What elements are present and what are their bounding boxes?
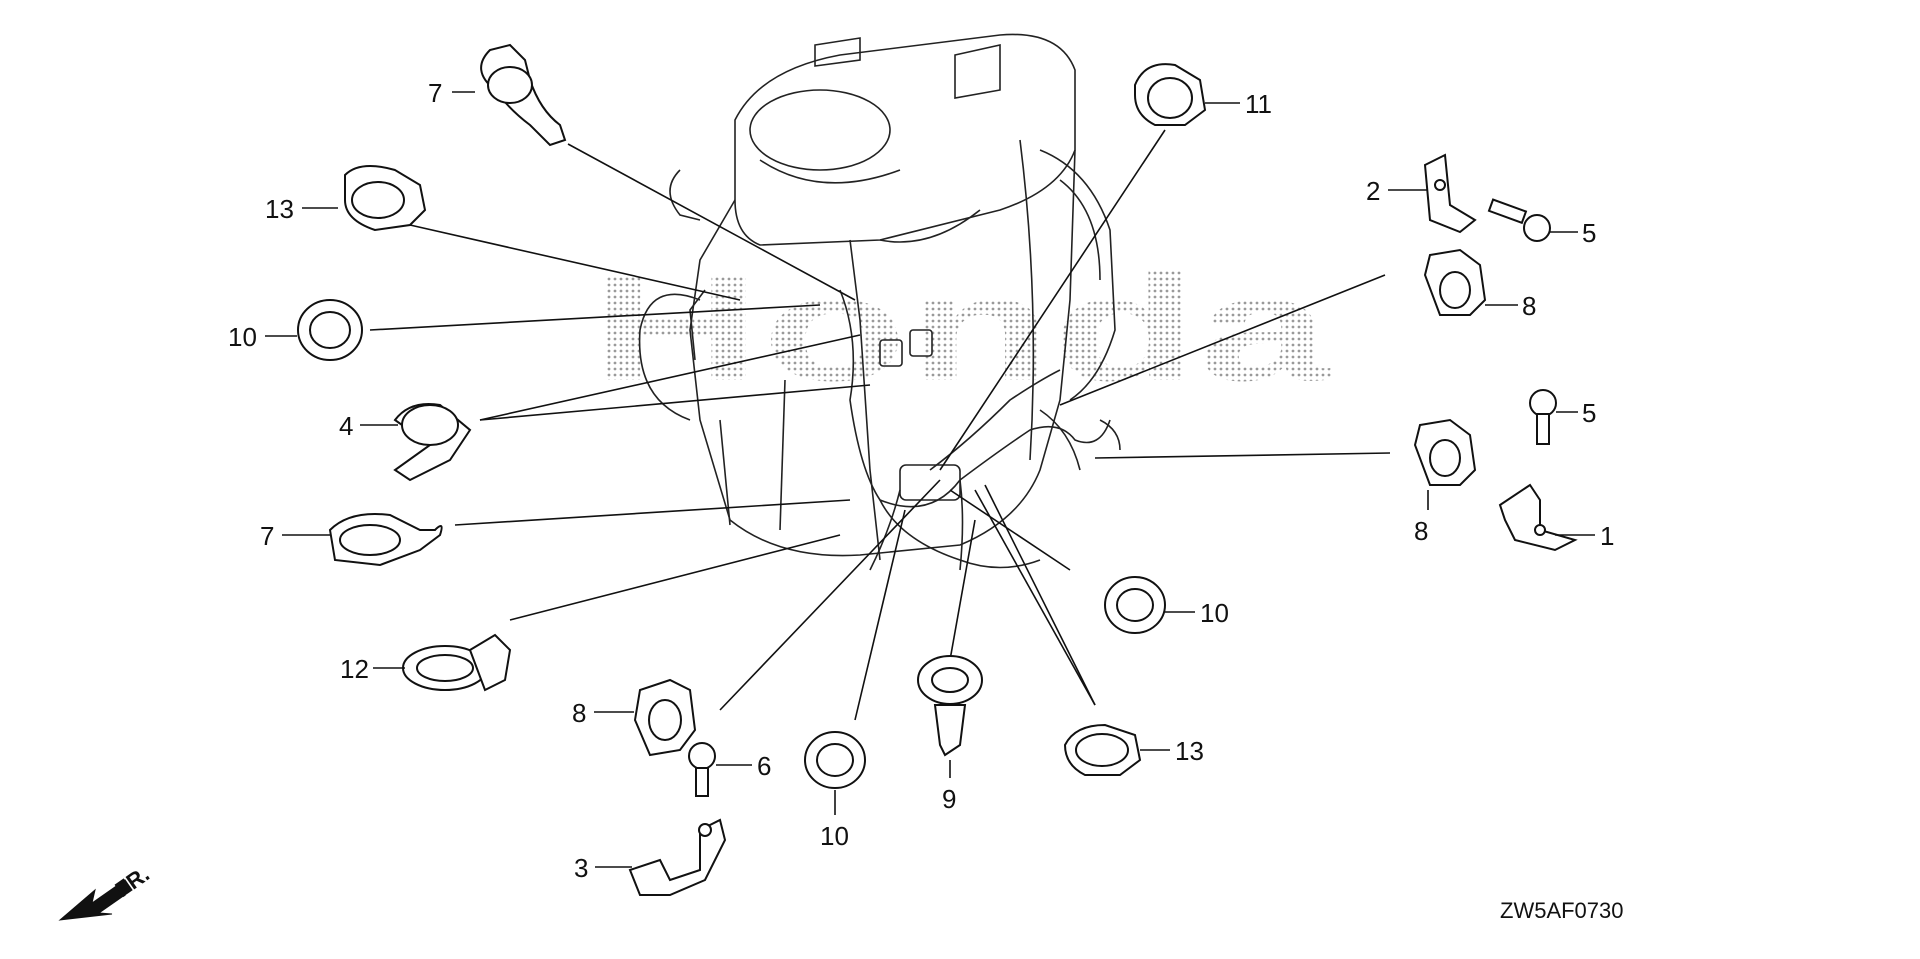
callout-10-bottom: 10 xyxy=(820,821,849,851)
part-6-bolt xyxy=(688,742,716,797)
watermark: Honda xyxy=(590,244,1332,412)
callout-4: 4 xyxy=(339,411,353,441)
front-direction-arrow: FR. xyxy=(58,861,154,921)
part-5-bolt-upper xyxy=(1487,198,1551,242)
part-10-clamp-bottom xyxy=(804,731,866,789)
part-4-tie xyxy=(393,403,472,482)
part-10-clamp-left xyxy=(297,299,363,361)
callout-11: 11 xyxy=(1245,89,1272,119)
part-2-bracket xyxy=(1423,153,1477,234)
callout-8-upper-right: 8 xyxy=(1522,291,1536,321)
callout-6: 6 xyxy=(757,751,771,781)
callout-5-right: 5 xyxy=(1582,398,1596,428)
watermark-text: Honda xyxy=(590,244,1332,412)
callout-7-top: 7 xyxy=(428,78,442,108)
part-10-clamp-right xyxy=(1104,576,1166,634)
part-1-bracket xyxy=(1498,483,1578,552)
callout-7-left: 7 xyxy=(260,521,274,551)
callout-10-right: 10 xyxy=(1200,598,1229,628)
part-3-bracket xyxy=(628,818,727,896)
callout-13-top: 13 xyxy=(265,194,294,224)
callout-9: 9 xyxy=(942,784,956,814)
callout-10-left: 10 xyxy=(228,322,257,352)
part-7-clip-left xyxy=(328,513,443,567)
arrow-left-down-icon xyxy=(58,879,133,921)
part-13-clip-top xyxy=(344,165,427,232)
callout-13-bottom: 13 xyxy=(1175,736,1204,766)
part-8-clip-lower-right xyxy=(1413,418,1477,486)
leader-lines xyxy=(369,129,1391,721)
callout-8-lower-left: 8 xyxy=(572,698,586,728)
part-8-clip-lower-left xyxy=(633,678,697,757)
callout-1: 1 xyxy=(1600,521,1614,551)
part-9-clip xyxy=(917,655,983,757)
callout-2: 2 xyxy=(1366,176,1380,206)
callouts: 7 13 10 4 7 12 8 6 3 10 9 13 10 11 2 5 8 xyxy=(228,78,1614,883)
engine-block xyxy=(638,33,1116,561)
part-11-clip xyxy=(1134,63,1207,126)
callout-5-upper: 5 xyxy=(1582,218,1596,248)
part-5-bolt-right xyxy=(1529,389,1557,445)
drawing-code: ZW5AF0730 xyxy=(1500,898,1624,923)
part-7-clip-top xyxy=(480,43,567,147)
part-13-clip-bottom xyxy=(1063,723,1142,776)
callout-3: 3 xyxy=(574,853,588,883)
part-12-clamp xyxy=(402,633,512,692)
part-8-clip-upper-right xyxy=(1423,248,1487,316)
callout-8-lower-right: 8 xyxy=(1414,516,1428,546)
callout-12: 12 xyxy=(340,654,369,684)
